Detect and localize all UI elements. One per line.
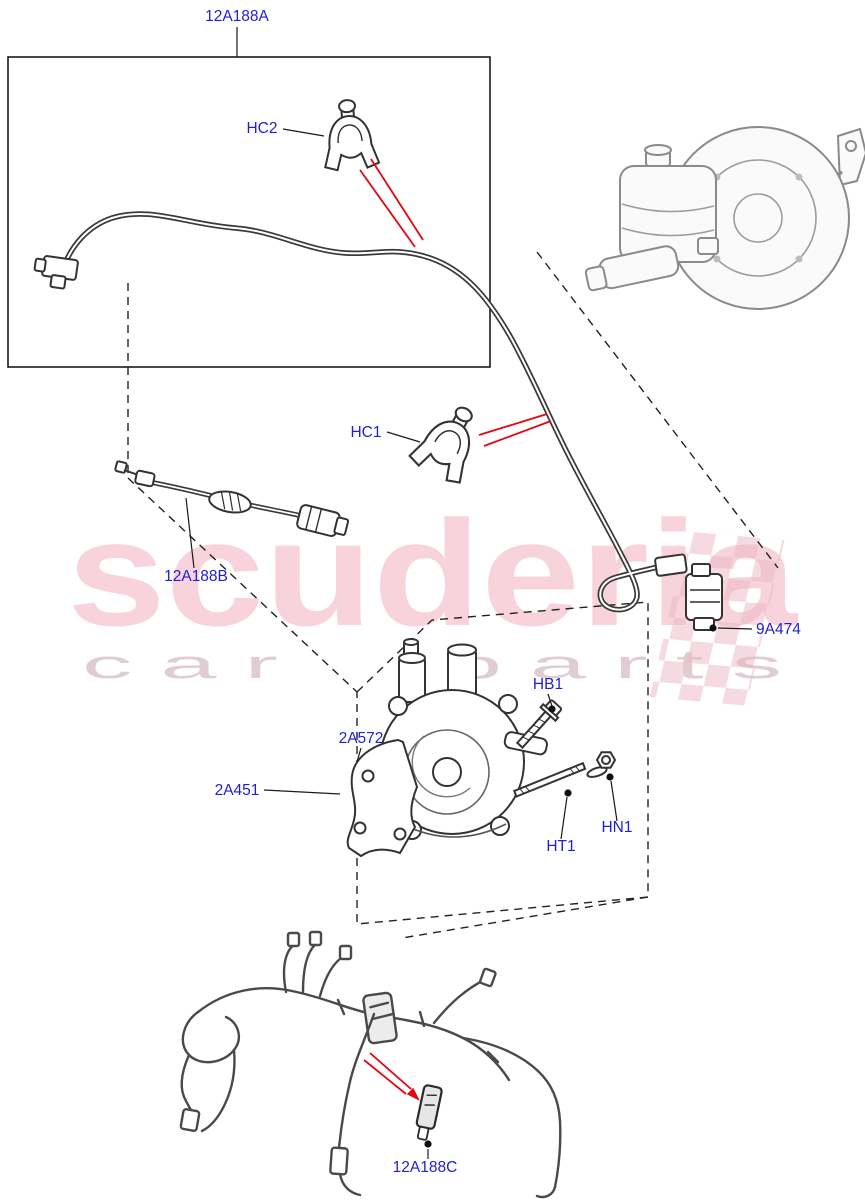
gasket-2a572-drawing xyxy=(346,738,419,858)
braided-section xyxy=(208,490,252,514)
callout-dot-12a188c xyxy=(424,1140,432,1148)
stud-ht1-drawing xyxy=(512,761,587,798)
hose-connector-12a188c-drawing xyxy=(415,1084,443,1141)
reservoir-fluid-line xyxy=(621,227,715,237)
reservoir-fluid-line xyxy=(621,203,715,213)
dashed-callout-lines xyxy=(127,251,779,939)
label-9a474[interactable]: 9A474 xyxy=(756,621,801,638)
label-hn1[interactable]: HN1 xyxy=(601,819,632,836)
label-12a188c[interactable]: 12A188C xyxy=(393,1159,458,1176)
brake-booster-drawing xyxy=(584,126,865,310)
vacuum-hose-12a188b-drawing xyxy=(114,460,350,537)
hose-core xyxy=(61,212,663,611)
map-sensor-9a474-drawing xyxy=(685,563,723,631)
booster-bolt xyxy=(795,173,803,181)
label-12a188a[interactable]: 12A188A xyxy=(205,8,269,25)
hose-clip-hc1-drawing xyxy=(408,406,473,484)
callout-dot-9a474 xyxy=(709,624,717,632)
booster-hub xyxy=(733,193,783,243)
label-2a451[interactable]: 2A451 xyxy=(215,782,260,799)
vacuum-pump-2a451-drawing xyxy=(379,638,548,840)
callout-dot-hb1 xyxy=(548,705,556,713)
callout-dot-ht1 xyxy=(564,789,572,797)
bracket-hole xyxy=(845,140,857,152)
12a188c-pointer-arrow xyxy=(363,1052,420,1101)
hc2-pointer-arrows xyxy=(359,158,424,248)
dashed-pump-box xyxy=(356,601,649,925)
nut-hn1-drawing xyxy=(586,751,617,778)
callout-dot-hn1 xyxy=(606,773,614,781)
hose-clip-hc2-drawing xyxy=(324,99,381,172)
quick-connect-fitting xyxy=(296,504,350,537)
reservoir-sensor xyxy=(697,237,719,255)
hose-end-fitting-left xyxy=(33,255,79,290)
reservoir-cap xyxy=(644,144,672,156)
dashed-line xyxy=(536,251,779,569)
hose-end-fitting-right xyxy=(654,553,688,577)
label-hb1[interactable]: HB1 xyxy=(533,676,563,693)
label-hc1[interactable]: HC1 xyxy=(350,424,381,441)
part-labels: 12A188A HC2 HC1 12A188B 9A474 HB1 2A572 … xyxy=(164,8,801,1176)
booster-bolt xyxy=(713,255,721,263)
hc1-pointer-arrows xyxy=(478,413,552,447)
hose-view-box xyxy=(7,56,491,368)
label-ht1[interactable]: HT1 xyxy=(546,838,575,855)
label-2a572[interactable]: 2A572 xyxy=(339,730,384,747)
booster-bolt xyxy=(795,255,803,263)
leader-lines xyxy=(185,27,753,1159)
label-hc2[interactable]: HC2 xyxy=(246,120,277,137)
engine-harness-drawing xyxy=(179,930,562,1199)
vacuum-hose-12a188a-drawing xyxy=(33,211,688,613)
dashed-line xyxy=(401,896,649,939)
master-cylinder xyxy=(584,245,680,292)
dashed-line xyxy=(127,477,358,693)
booster-bracket xyxy=(836,127,865,187)
label-12a188b[interactable]: 12A188B xyxy=(164,568,228,585)
